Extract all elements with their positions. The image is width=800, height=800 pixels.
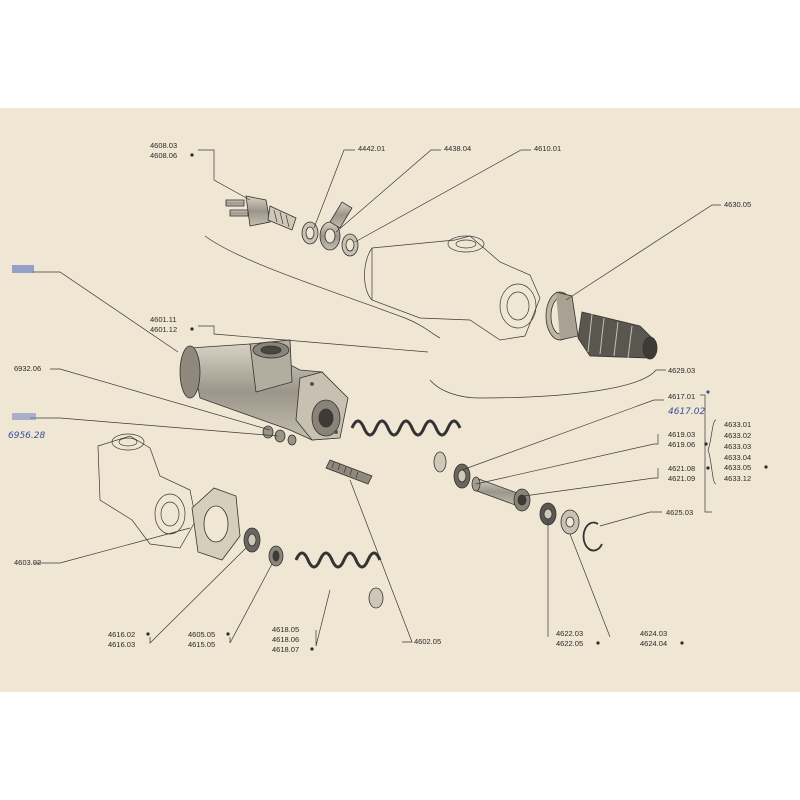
leader-lines bbox=[30, 149, 721, 647]
seal-4622 bbox=[539, 502, 557, 526]
banjo-fitting-4438 bbox=[319, 201, 353, 251]
label-4618-06: 4618.06 bbox=[272, 635, 299, 644]
piston-4619 bbox=[471, 476, 521, 507]
label-4608-03: 4608.03 bbox=[150, 141, 177, 150]
handwritten-scribble bbox=[12, 413, 36, 420]
bullet-marker bbox=[146, 632, 150, 636]
label-4624-04: 4624.04 bbox=[640, 639, 667, 648]
ghost-housing-top bbox=[204, 235, 541, 341]
bullet-marker bbox=[190, 153, 194, 157]
handwritten-scribble bbox=[12, 265, 34, 273]
label-4618-07: 4618.07 bbox=[272, 645, 299, 654]
handwritten-4617-02: 4617.02 bbox=[668, 407, 705, 417]
bullet-marker bbox=[190, 327, 194, 331]
bullet-marker bbox=[706, 466, 710, 470]
label-4633-03: 4633.03 bbox=[724, 442, 751, 451]
ring-4630 bbox=[545, 291, 579, 341]
label-4602-05: 4602.05 bbox=[414, 637, 441, 646]
label-4616-03: 4616.03 bbox=[108, 640, 135, 649]
bullet-marker bbox=[226, 632, 230, 636]
valve-4616 bbox=[243, 527, 261, 553]
spring-4618 bbox=[294, 551, 384, 609]
label-4618-05: 4618.05 bbox=[272, 625, 299, 634]
label-4605-05: 4605.05 bbox=[188, 630, 215, 639]
washer-4624 bbox=[560, 509, 580, 535]
label-4633-01: 4633.01 bbox=[724, 420, 751, 429]
valve-seat-4605 bbox=[268, 545, 284, 567]
ghost-housing-bottom bbox=[97, 433, 197, 549]
gasket-4603 bbox=[191, 487, 241, 561]
washer-4610 bbox=[341, 233, 359, 257]
label-4622-03: 4622.03 bbox=[556, 629, 583, 638]
bullet-marker bbox=[706, 390, 710, 394]
group-bracket bbox=[707, 419, 717, 485]
label-4608-06: 4608.06 bbox=[150, 151, 177, 160]
callout-labels: 4608.03 4608.06 4442.01 4438.04 4610.01 … bbox=[8, 141, 768, 654]
rod-4602 bbox=[325, 459, 373, 485]
label-4619-03: 4619.03 bbox=[668, 430, 695, 439]
label-4633-05: 4633.05 bbox=[724, 463, 751, 472]
label-4625-03: 4625.03 bbox=[666, 508, 693, 517]
label-4601-11: 4601.11 bbox=[150, 315, 177, 324]
label-4621-08: 4621.08 bbox=[668, 464, 695, 473]
cup-4617 bbox=[453, 463, 471, 489]
label-4616-02: 4616.02 bbox=[108, 630, 135, 639]
bullet-marker bbox=[704, 442, 708, 446]
label-4630-05: 4630.05 bbox=[724, 200, 751, 209]
label-4629-03: 4629.03 bbox=[668, 366, 695, 375]
label-4601-12: 4601.12 bbox=[150, 325, 177, 334]
label-6932-06: 6932.06 bbox=[14, 364, 41, 373]
circlip-4625 bbox=[582, 521, 603, 552]
washer-4442 bbox=[301, 221, 319, 245]
label-4624-03: 4624.03 bbox=[640, 629, 667, 638]
label-4622-05: 4622.05 bbox=[556, 639, 583, 648]
bullet-marker bbox=[764, 465, 768, 469]
bullet-marker bbox=[596, 641, 600, 645]
label-4633-04: 4633.04 bbox=[724, 453, 751, 462]
label-4617-01: 4617.01 bbox=[668, 392, 695, 401]
piston-head-4621 bbox=[513, 488, 531, 512]
label-4442-01: 4442.01 bbox=[358, 144, 385, 153]
label-4615-05: 4615.05 bbox=[188, 640, 215, 649]
label-4610-01: 4610.01 bbox=[534, 144, 561, 153]
brake-switch-4608 bbox=[225, 195, 297, 231]
rubber-boot-4629 bbox=[577, 311, 658, 360]
handwritten-6956-28: 6956.28 bbox=[8, 431, 45, 441]
label-4603-02: 4603.02 bbox=[14, 558, 41, 567]
bullet-marker bbox=[680, 641, 684, 645]
paper-sheet bbox=[0, 108, 800, 692]
label-4633-02: 4633.02 bbox=[724, 431, 751, 440]
label-4438-04: 4438.04 bbox=[444, 144, 471, 153]
label-4633-12: 4633.12 bbox=[724, 474, 751, 483]
label-4621-09: 4621.09 bbox=[668, 474, 695, 483]
master-cylinder-body-4601 bbox=[179, 339, 349, 441]
spring-4633 bbox=[350, 419, 462, 473]
bullet-marker bbox=[310, 647, 314, 651]
label-4619-06: 4619.06 bbox=[668, 440, 695, 449]
